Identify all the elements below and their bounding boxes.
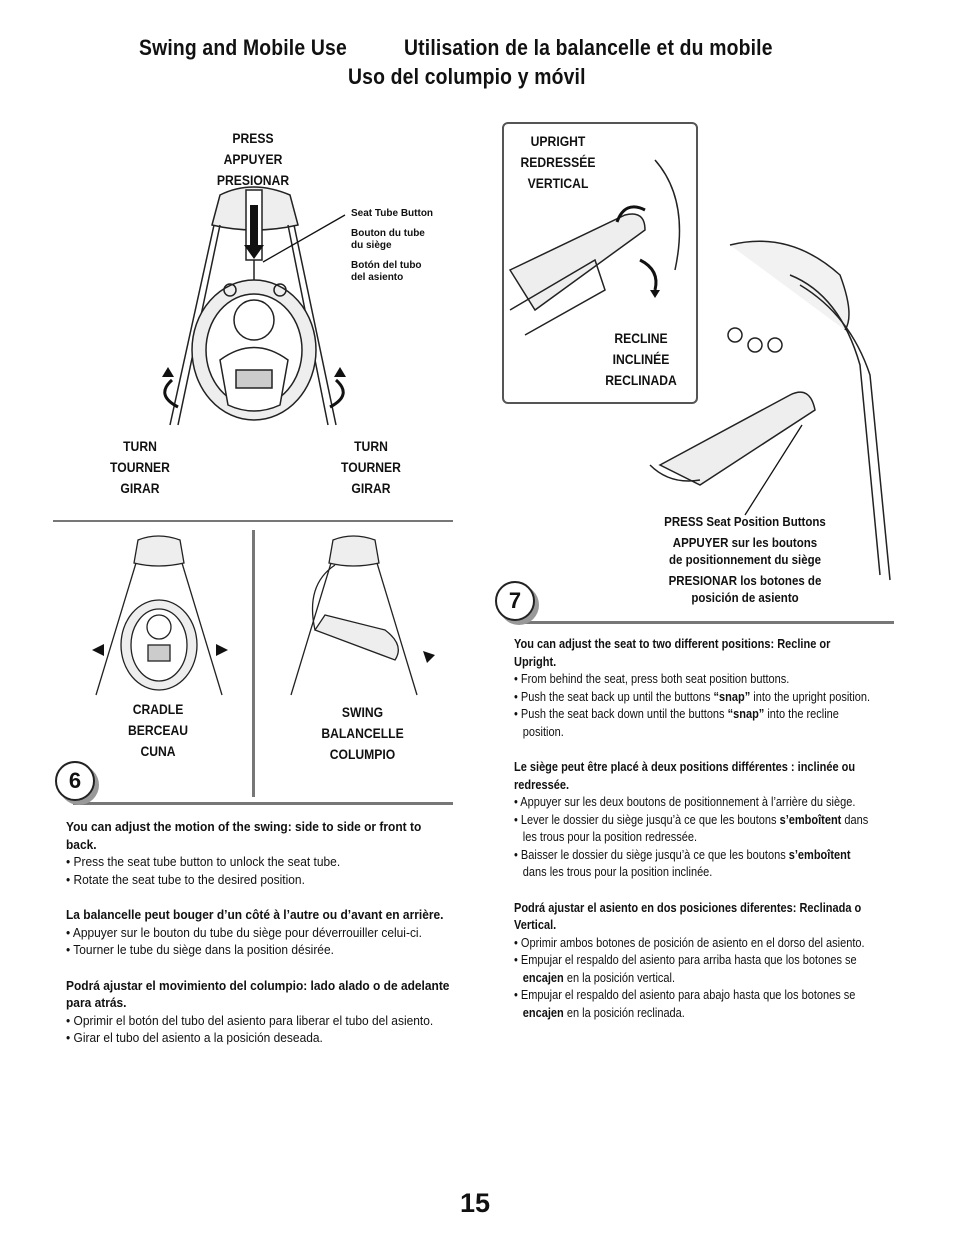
step7-french-item: Appuyer sur les deux boutons de position… [514,794,875,812]
step6-spanish-item: Girar el tubo del asiento a la posición … [66,1029,452,1047]
step7-english-item: Push the seat back up until the buttons … [514,689,875,707]
title-french: Utilisation de la balancelle et du mobil… [404,35,773,60]
cradle-mode-illustration [92,535,228,696]
step7-french-item: Lever le dossier du siège jusqu’à ce que… [514,812,875,847]
step7-spanish-item: Empujar el respaldo del asiento para arr… [514,952,875,987]
step7-spanish-item: Oprimir ambos botones de posición de asi… [514,935,875,953]
step6-english-intro: You can adjust the motion of the swing: … [66,819,422,852]
panel-divider-top [53,520,453,522]
step7-rule [520,621,894,624]
step7-french-item: Baisser le dossier du siège jusqu’à ce q… [514,847,875,882]
page-number: 15 [460,1188,491,1218]
step6-french-item: Tourner le tube du siège dans la positio… [66,941,452,959]
step7-english-item: Push the seat back down until the button… [514,706,875,741]
step7-english-intro: You can adjust the seat to two different… [514,637,831,669]
step6-spanish-intro: Podrá ajustar el movimiento del columpio… [66,977,450,1011]
step6-english-item: Press the seat tube button to unlock the… [66,853,452,871]
step7-french-intro: Le siège peut être placé à deux position… [514,760,856,792]
step7-spanish-intro: Podrá ajustar el asiento en dos posicion… [514,900,862,933]
step6-number-badge: 6 [55,761,95,801]
step6-french-intro: La balancelle peut bouger d’un côté à l’… [66,907,444,922]
swing-side-view-illustration [649,240,891,581]
seat-recline-inset-illustration [508,159,681,336]
step7-english-item: From behind the seat, press both seat po… [514,671,875,689]
press-seat-position-label: PRESS Seat Position Buttons APPUYER sur … [664,515,826,605]
swing-mode-illustration [290,535,435,696]
step6-instructions: You can adjust the motion of the swing: … [66,818,452,1047]
swing-top-view-illustration [162,186,346,426]
title-english: Swing and Mobile Use [139,35,347,60]
step7-spanish-item: Empujar el respaldo del asiento para aba… [514,987,875,1022]
step6-french-item: Appuyer sur le bouton du tube du siège p… [66,924,452,942]
title-spanish: Uso del columpio y móvil [348,64,586,89]
step6-spanish-item: Oprimir el botón del tubo del asiento pa… [66,1012,452,1030]
step6-english-item: Rotate the seat tube to the desired posi… [66,871,452,889]
step7-number-badge: 7 [495,581,535,621]
inset-box [502,122,698,404]
step6-rule [73,802,453,805]
panel-divider-vertical [252,530,255,797]
step7-instructions: You can adjust the seat to two different… [514,636,875,1022]
seat-tube-button-label: Seat Tube Button Bouton du tube du siège… [351,208,434,283]
